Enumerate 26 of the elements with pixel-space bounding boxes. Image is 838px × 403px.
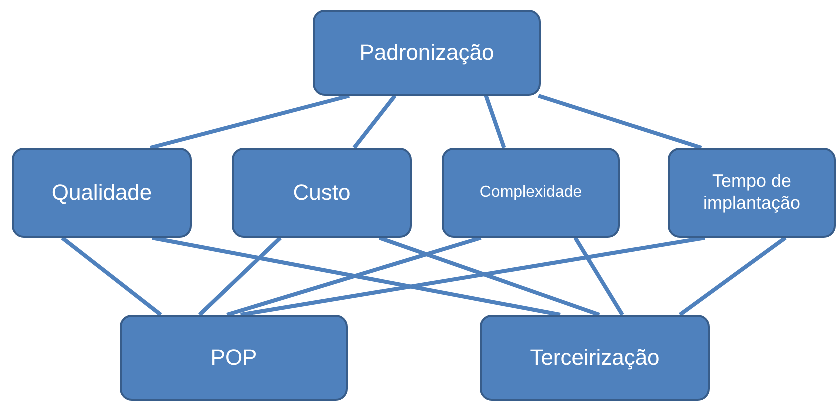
- connector-line: [574, 236, 624, 316]
- connector-line: [150, 94, 350, 150]
- process-box: [480, 315, 710, 401]
- node-label: Custo: [293, 180, 351, 206]
- node-label: Qualidade: [52, 180, 152, 206]
- node-label: Complexidade: [480, 183, 582, 203]
- process-box: [313, 10, 541, 96]
- process-box: [232, 148, 412, 238]
- node-label: Tempo de implantação: [702, 171, 802, 215]
- connector-line: [538, 94, 702, 150]
- connector-line: [240, 236, 706, 317]
- node-label: Terceirização: [530, 344, 660, 372]
- connector-line: [484, 95, 506, 149]
- process-box: [668, 148, 836, 238]
- process-box: [120, 315, 348, 401]
- connector-line: [198, 236, 282, 316]
- process-box: [442, 148, 620, 238]
- node-label: POP: [210, 344, 258, 372]
- connector-line: [378, 236, 600, 317]
- connector-line: [678, 236, 787, 317]
- node-label: Padronização: [360, 40, 494, 66]
- connector-line: [226, 236, 482, 317]
- connector-line: [61, 236, 162, 317]
- connector-line: [152, 236, 561, 317]
- process-box: [12, 148, 192, 238]
- connector-line: [352, 94, 397, 150]
